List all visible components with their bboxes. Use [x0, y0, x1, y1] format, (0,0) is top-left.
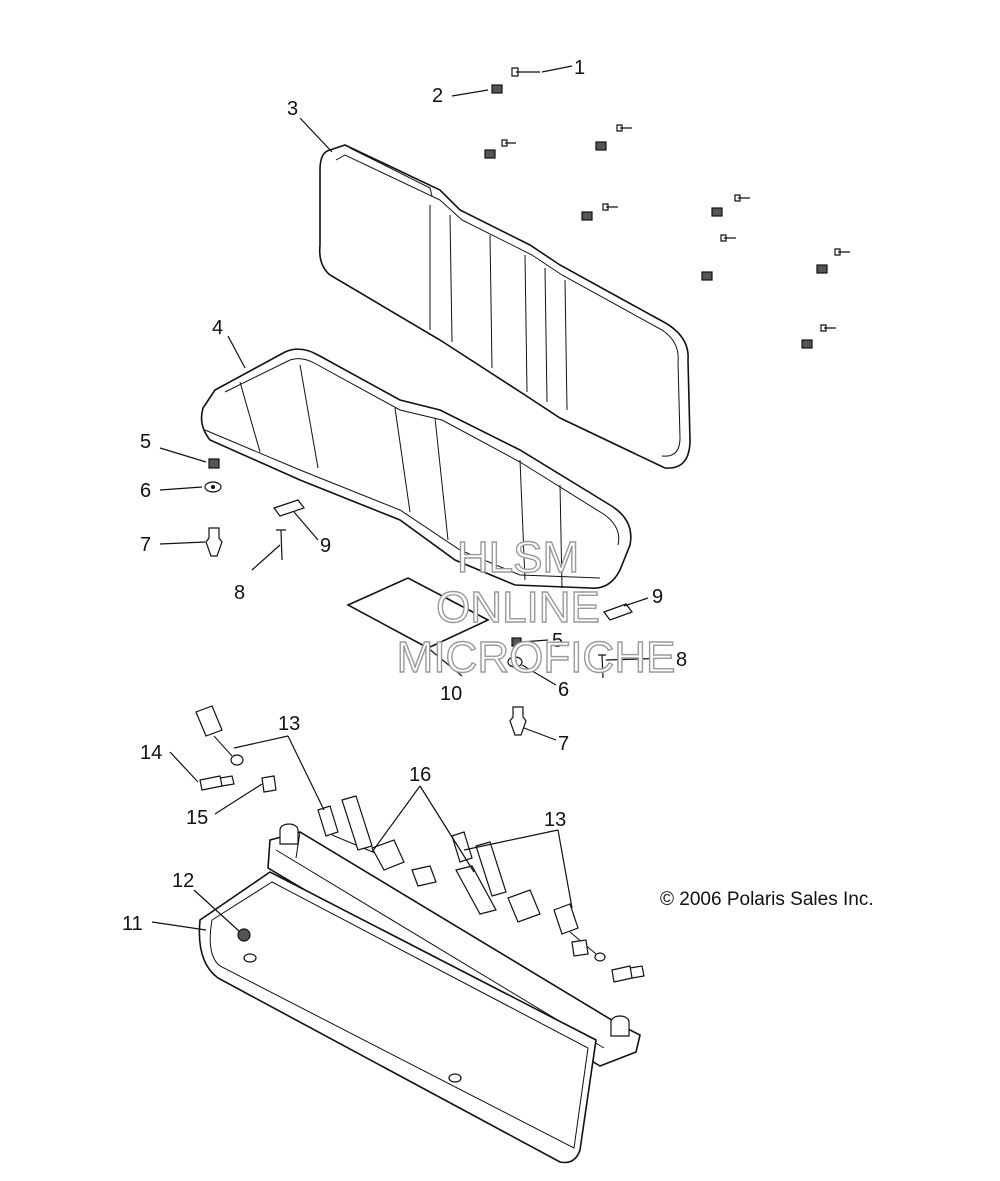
seat-mount-hardware-right	[507, 603, 633, 736]
seat-bottom	[200, 348, 632, 589]
seat-label-sheet	[346, 577, 490, 649]
callout-5: 5	[140, 431, 151, 453]
seat-belt-assemblies	[195, 705, 645, 983]
seat-mount-hardware-left	[204, 458, 305, 561]
watermark-line-3: MICROFICHE	[397, 633, 676, 682]
callout-11: 11	[122, 913, 143, 935]
callout-16: 16	[409, 764, 431, 786]
leader-lines	[151, 65, 673, 933]
callout-3: 3	[287, 98, 298, 120]
callout-5b: 5	[552, 630, 563, 652]
callout-1: 1	[574, 57, 585, 79]
callout-14: 14	[140, 742, 162, 764]
callout-7b: 7	[558, 733, 569, 755]
watermark: HLSM ONLINE MICROFICHE	[396, 532, 676, 682]
seat-back-fasteners	[484, 67, 850, 349]
callout-13b: 13	[544, 809, 566, 831]
callout-8: 8	[234, 582, 245, 604]
callout-6b: 6	[558, 679, 569, 701]
callout-7: 7	[140, 534, 151, 556]
callout-9: 9	[320, 535, 331, 557]
callout-10: 10	[440, 683, 462, 705]
callout-labels: 1 2 3 4 5 6 7 8 9 9 10 5 6 8 7 13 14 15 …	[122, 57, 687, 935]
callout-2: 2	[432, 85, 443, 107]
callout-13: 13	[278, 713, 300, 735]
callout-6: 6	[140, 480, 151, 502]
callout-12: 12	[172, 870, 194, 892]
watermark-line-2: ONLINE	[436, 583, 600, 632]
watermark-line-1: HLSM	[457, 533, 579, 582]
seat-back	[318, 144, 691, 469]
callout-8b: 8	[676, 649, 687, 671]
seat-frame-base	[198, 823, 641, 1164]
copyright-notice: © 2006 Polaris Sales Inc.	[660, 889, 874, 910]
callout-15: 15	[186, 807, 208, 829]
callout-9b: 9	[652, 586, 663, 608]
callout-4: 4	[212, 317, 223, 339]
